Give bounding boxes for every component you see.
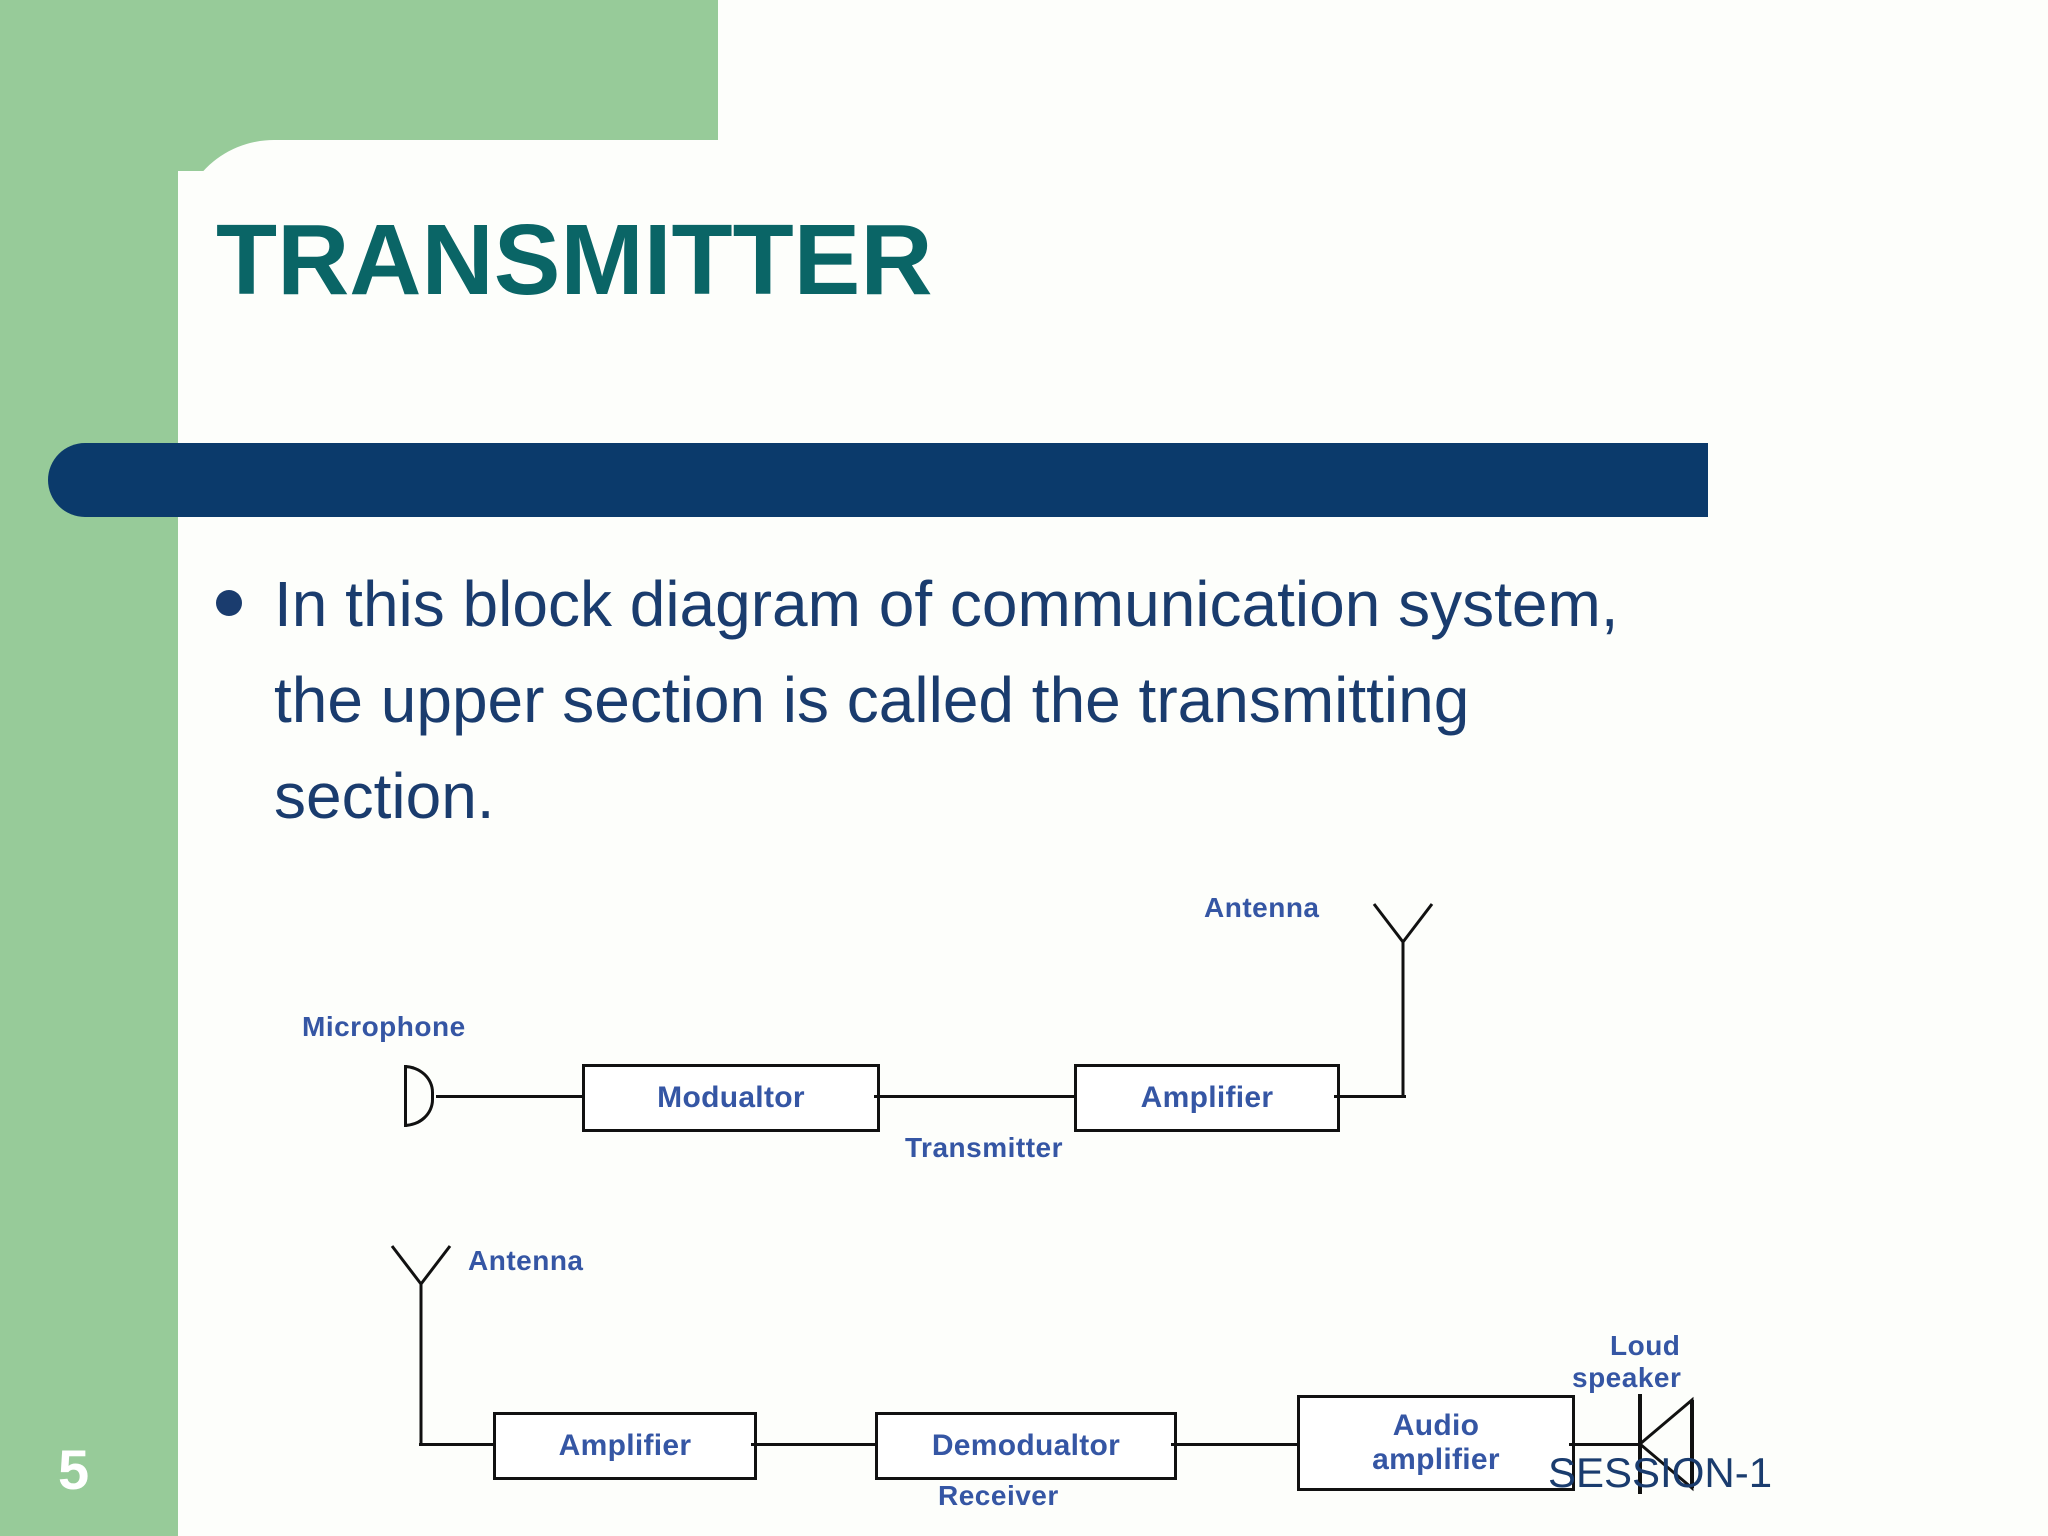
block-demodulator: Demodualtor: [875, 1412, 1177, 1480]
page-title: TRANSMITTER: [216, 204, 933, 316]
wire-mic-to-modulator: [436, 1095, 582, 1098]
loudspeaker-label-line1: Loud: [1610, 1330, 1681, 1361]
wire-modulator-to-amplifier: [874, 1095, 1074, 1098]
wire-amplifier-to-antenna: [1334, 1095, 1406, 1098]
body-content: In this block diagram of communication s…: [216, 556, 1666, 844]
wire-demodulator-to-audio-amplifier: [1171, 1443, 1297, 1446]
block-modulator: Modualtor: [582, 1064, 880, 1132]
block-transmitter-amplifier: Amplifier: [1074, 1064, 1340, 1132]
receiver-antenna-icon: [390, 1245, 452, 1445]
block-audio-amplifier: Audio amplifier: [1297, 1395, 1575, 1491]
receiver-section-label: Receiver: [938, 1480, 1059, 1511]
block-receiver-amplifier: Amplifier: [493, 1412, 757, 1480]
session-tag: SESSION-1: [1548, 1449, 1773, 1496]
microphone-label: Microphone: [302, 1011, 466, 1042]
wire-antenna-to-receiver-amplifier: [419, 1443, 493, 1446]
block-audio-amplifier-line2: amplifier: [1372, 1443, 1500, 1476]
bullet-dot-icon: [216, 590, 242, 616]
content-panel: [178, 140, 2048, 1536]
slide-number: 5: [58, 1438, 90, 1501]
wire-amplifier-to-demodulator: [751, 1443, 875, 1446]
transmitter-antenna-label: Antenna: [1204, 892, 1320, 923]
loudspeaker-label-line2: speaker: [1572, 1362, 1682, 1393]
green-sidebar-panel: [0, 0, 178, 1536]
antenna-icon: [1372, 903, 1434, 1098]
loudspeaker-icon: [1637, 1394, 1694, 1494]
title-divider-bar: [48, 443, 1708, 517]
wire-audio-amplifier-to-speaker: [1569, 1443, 1639, 1446]
receiver-antenna-label: Antenna: [468, 1245, 584, 1276]
block-audio-amplifier-line1: Audio: [1392, 1409, 1480, 1442]
list-item: In this block diagram of communication s…: [216, 556, 1666, 844]
bullet-text: In this block diagram of communication s…: [274, 568, 1619, 832]
transmitter-section-label: Transmitter: [905, 1132, 1063, 1163]
